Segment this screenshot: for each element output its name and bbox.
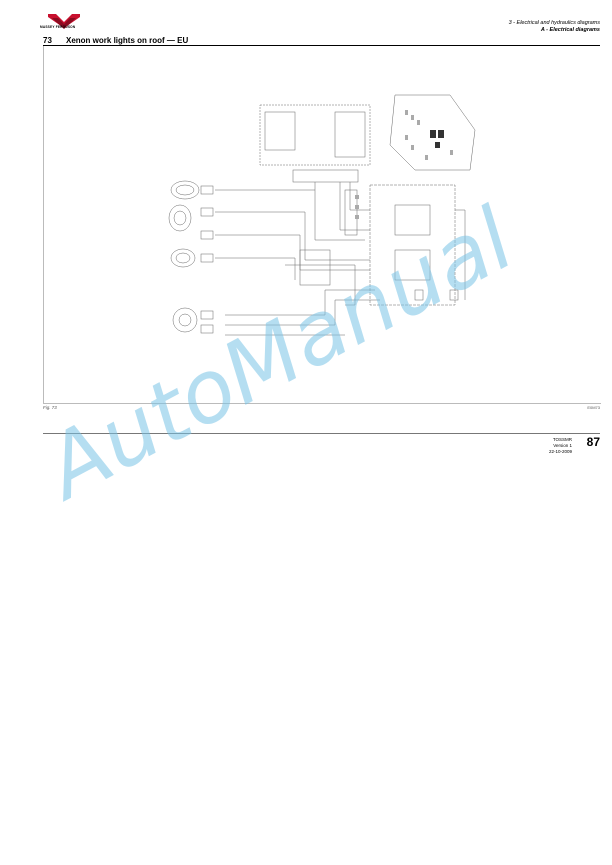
header-rule — [43, 45, 600, 46]
control-panel-box — [259, 104, 371, 166]
switch-panel — [264, 111, 296, 151]
work-light-3 — [170, 248, 196, 268]
figure-label: Fig. 73 — [43, 405, 57, 410]
figure-code: E0M73 — [587, 405, 600, 410]
section-title: Xenon work lights on roof — EU — [66, 36, 189, 45]
work-light-2 — [168, 204, 192, 232]
keypad-panel — [334, 111, 366, 158]
brand-name: MASSEY FERGUSON — [40, 25, 76, 29]
header-section-info: 3 - Electrical and hydraulics diagrams A… — [509, 20, 600, 34]
vertical-connector — [344, 189, 358, 236]
work-light-1 — [170, 180, 200, 200]
wiring-diagram — [168, 94, 476, 336]
section-number: 73 — [43, 36, 52, 45]
junction-connector — [299, 249, 331, 286]
relay-2 — [394, 249, 431, 281]
massey-ferguson-logo — [48, 14, 80, 29]
figure-frame — [43, 46, 601, 404]
doc-code: TOSSMR — [552, 437, 572, 442]
chapter-title: 3 - Electrical and hydraulics diagrams — [508, 20, 600, 26]
doc-version: Version 1 — [553, 443, 572, 448]
doc-date: 22-10-2009 — [548, 449, 572, 454]
subchapter-title: A - Electrical diagrams — [540, 27, 600, 33]
page-number: 87 — [586, 435, 600, 449]
main-connector — [292, 169, 359, 183]
relay-board — [369, 184, 456, 306]
document-info: TOSSMR Version 1 22-10-2009 — [549, 437, 572, 455]
work-light-4 — [172, 307, 198, 333]
fusebox-outline — [389, 94, 476, 171]
footer-rule — [43, 433, 600, 434]
relay-1 — [394, 204, 431, 236]
